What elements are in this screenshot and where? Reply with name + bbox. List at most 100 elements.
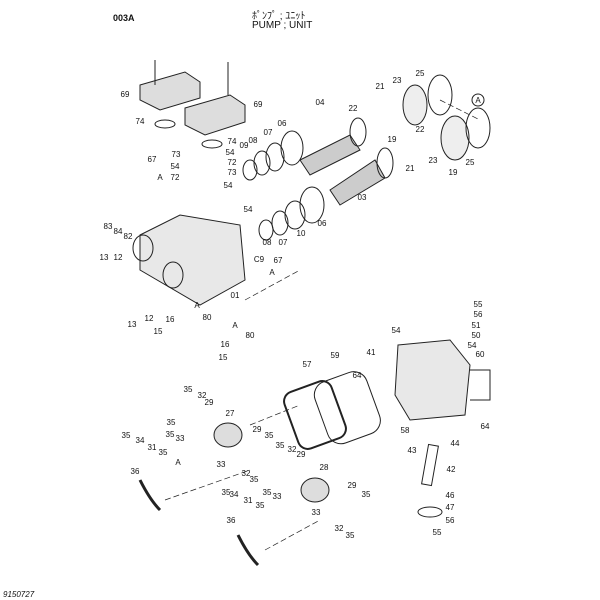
callout-35: 35 <box>184 385 193 394</box>
callout-33: 33 <box>312 508 321 517</box>
callout-34: 34 <box>230 490 239 499</box>
shaft-03 <box>329 147 394 206</box>
cover-47 <box>417 506 443 518</box>
callout-51: 51 <box>472 321 481 330</box>
callout-08: 08 <box>249 136 258 145</box>
callout-54: 54 <box>171 162 180 171</box>
callout-10: 10 <box>297 229 306 238</box>
callout-47: 47 <box>446 503 455 512</box>
callout-35: 35 <box>222 488 231 497</box>
callout-35: 35 <box>122 431 131 440</box>
callout-25: 25 <box>466 158 475 167</box>
callout-73: 73 <box>172 150 181 159</box>
callout-73: 73 <box>228 168 237 177</box>
callout-07: 07 <box>264 128 273 137</box>
callout-21: 21 <box>406 164 415 173</box>
callout-29: 29 <box>205 398 214 407</box>
callout-82: 82 <box>124 232 133 241</box>
gasket-59 <box>313 371 381 445</box>
callout-21: 21 <box>376 82 385 91</box>
callout-32: 32 <box>335 524 344 533</box>
callout-54: 54 <box>468 341 477 350</box>
callout-04: 04 <box>316 98 325 107</box>
callout-35: 35 <box>166 430 175 439</box>
callout-35: 35 <box>346 531 355 540</box>
callout-35: 35 <box>276 441 285 450</box>
callout-33: 33 <box>273 492 282 501</box>
cylinder-block-upper <box>402 74 453 126</box>
callout-56: 56 <box>474 310 483 319</box>
callout-A: A <box>175 458 181 467</box>
reference-circle-icon <box>471 93 485 107</box>
callout-55: 55 <box>474 300 483 309</box>
callout-23: 23 <box>429 156 438 165</box>
gasket-57 <box>283 380 347 450</box>
callout-55: 55 <box>433 528 442 537</box>
callout-59: 59 <box>331 351 340 360</box>
callout-58: 58 <box>401 426 410 435</box>
assembly-lines <box>164 99 481 551</box>
callout-06: 06 <box>318 219 327 228</box>
callout-54: 54 <box>226 148 235 157</box>
callout-06: 06 <box>278 119 287 128</box>
callout-67: 67 <box>274 256 283 265</box>
callout-36: 36 <box>131 467 140 476</box>
title-english: PUMP ; UNIT <box>252 20 313 31</box>
callout-64: 64 <box>353 371 362 380</box>
callout-29: 29 <box>297 450 306 459</box>
callout-13: 13 <box>128 320 137 329</box>
callout-80: 80 <box>246 331 255 340</box>
bearings-lower <box>258 186 325 241</box>
callout-69: 69 <box>121 90 130 99</box>
callout-64: 64 <box>481 422 490 431</box>
callout-23: 23 <box>393 76 402 85</box>
callout-19: 19 <box>449 168 458 177</box>
callout-16: 16 <box>221 340 230 349</box>
callout-15: 15 <box>219 353 228 362</box>
control-valve-left <box>139 60 201 111</box>
callout-32: 32 <box>242 469 251 478</box>
callout-28: 28 <box>320 463 329 472</box>
callout-31: 31 <box>244 496 253 505</box>
page-code: 003A <box>113 13 135 23</box>
callout-03: 03 <box>358 193 367 202</box>
callout-35: 35 <box>159 448 168 457</box>
callout-60: 60 <box>476 350 485 359</box>
callout-31: 31 <box>148 443 157 452</box>
callout-32: 32 <box>198 391 207 400</box>
callout-35: 35 <box>263 488 272 497</box>
shaft-04 <box>299 117 367 176</box>
callout-74: 74 <box>228 137 237 146</box>
callout-12: 12 <box>145 314 154 323</box>
callout-34: 34 <box>136 436 145 445</box>
callout-29: 29 <box>253 425 262 434</box>
callout-35: 35 <box>265 431 274 440</box>
callout-16: 16 <box>166 315 175 324</box>
callout-69: 69 <box>254 100 263 109</box>
callout-27: 27 <box>226 409 235 418</box>
callout-12: 12 <box>114 253 123 262</box>
callout-83: 83 <box>104 222 113 231</box>
callout-54: 54 <box>244 205 253 214</box>
callout-56: 56 <box>446 516 455 525</box>
callout-01: 01 <box>231 291 240 300</box>
bearings-upper <box>242 130 304 181</box>
callout-44: 44 <box>451 439 460 448</box>
cylinder-block-lower <box>440 107 491 161</box>
callout-80: 80 <box>203 313 212 322</box>
gear-case <box>394 339 491 421</box>
gear-pump-27 <box>213 422 243 448</box>
pump-casing <box>132 214 246 306</box>
spring-42 <box>421 443 439 487</box>
callout-42: 42 <box>447 465 456 474</box>
callout-08: 08 <box>263 238 272 247</box>
callout-33: 33 <box>176 434 185 443</box>
callout-22: 22 <box>416 125 425 134</box>
callout-07: 07 <box>279 238 288 247</box>
callout-84: 84 <box>114 227 123 236</box>
callout-72: 72 <box>228 158 237 167</box>
callout-32: 32 <box>288 445 297 454</box>
